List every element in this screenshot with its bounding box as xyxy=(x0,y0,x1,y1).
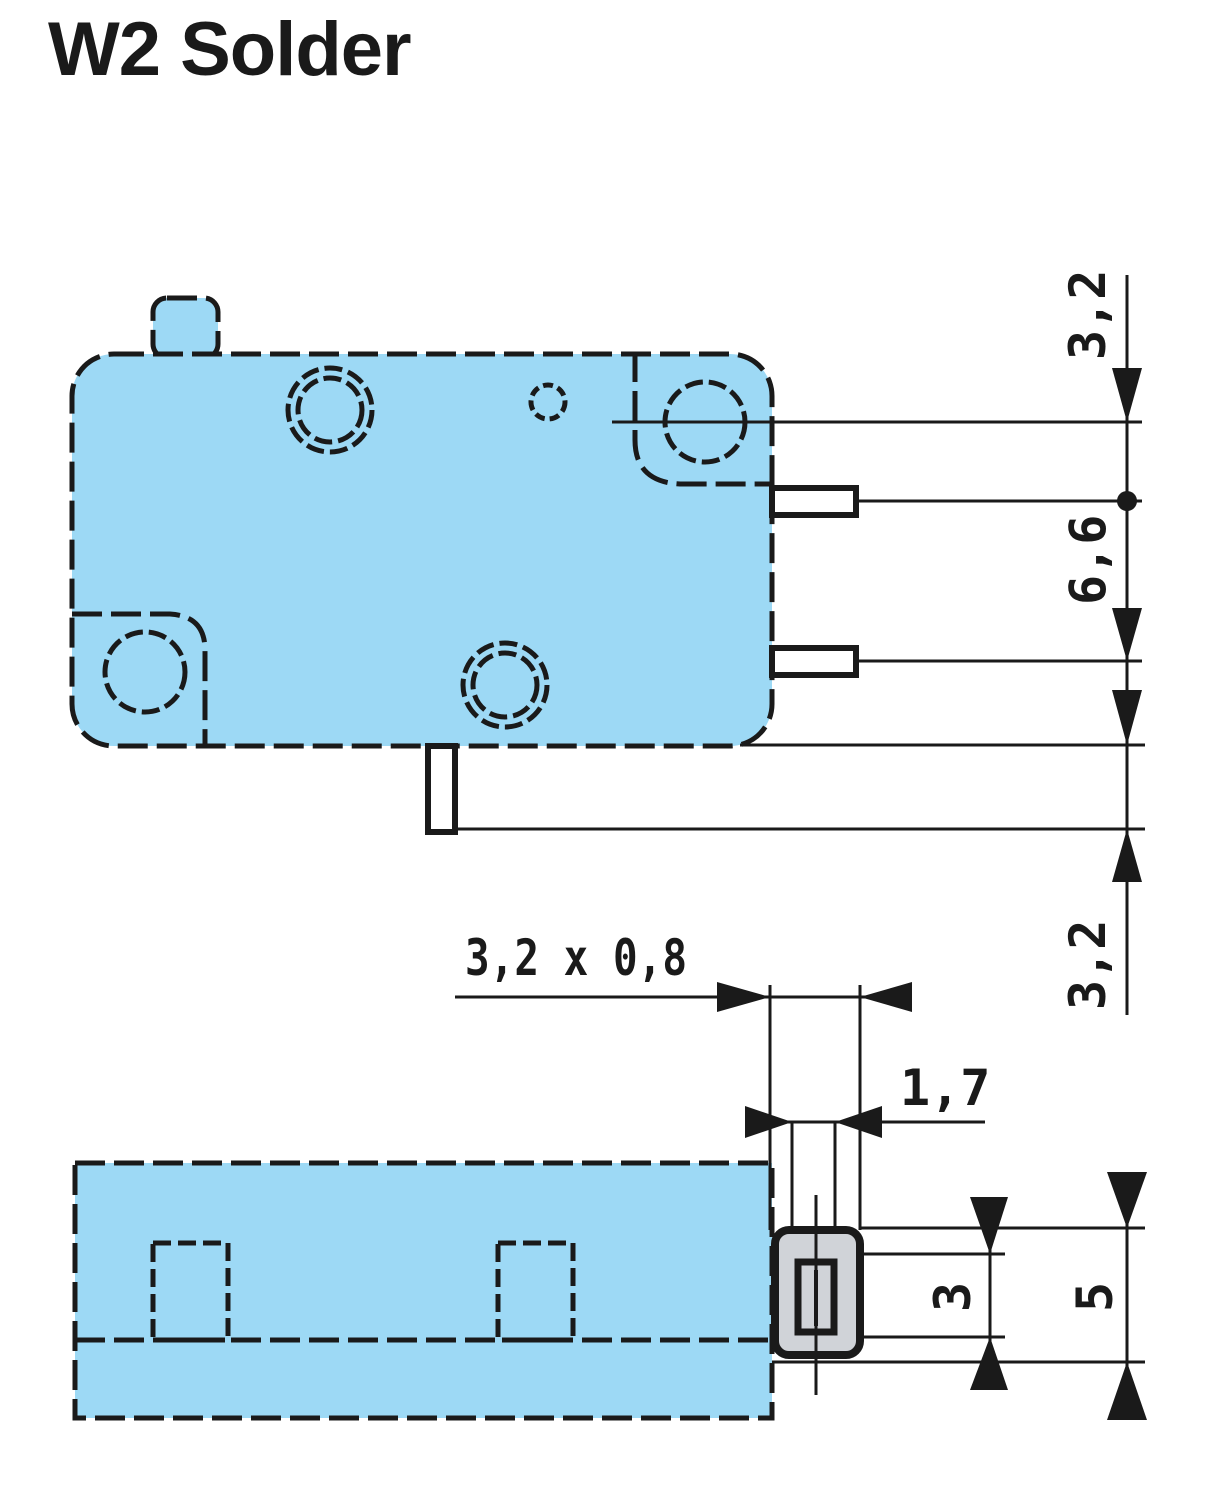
actuator-button xyxy=(150,295,221,361)
small-hole xyxy=(528,382,568,422)
mounting-hole xyxy=(460,640,550,730)
solder-terminal xyxy=(769,645,859,678)
solder-terminal xyxy=(769,485,859,518)
mounting-hole xyxy=(285,365,375,455)
internal-pocket xyxy=(495,1240,576,1343)
dimension-arrows-top xyxy=(1112,368,1142,882)
dim-bottom-offset: 3,2 xyxy=(1059,920,1117,1010)
diagram-title: W2 Solder xyxy=(48,7,412,92)
dimension-arrows-side xyxy=(717,982,1147,1420)
corner-hole-bottom-left xyxy=(72,611,208,746)
internal-pocket xyxy=(150,1240,231,1343)
dim-body-offset: 5 xyxy=(1066,1282,1124,1312)
solder-terminal xyxy=(425,743,458,835)
dim-terminal-pitch: 6,6 xyxy=(1059,515,1117,605)
dim-top-offset: 3,2 xyxy=(1059,270,1117,360)
switch-body-side xyxy=(72,1160,775,1421)
switch-body-top xyxy=(69,351,775,749)
dim-terminal-height: 3 xyxy=(924,1282,982,1312)
dim-terminal-size: 3,2 x 0,8 xyxy=(465,929,687,987)
top-view xyxy=(69,295,859,835)
side-view xyxy=(72,1160,864,1421)
dim-terminal-thickness: 1,7 xyxy=(900,1059,990,1117)
